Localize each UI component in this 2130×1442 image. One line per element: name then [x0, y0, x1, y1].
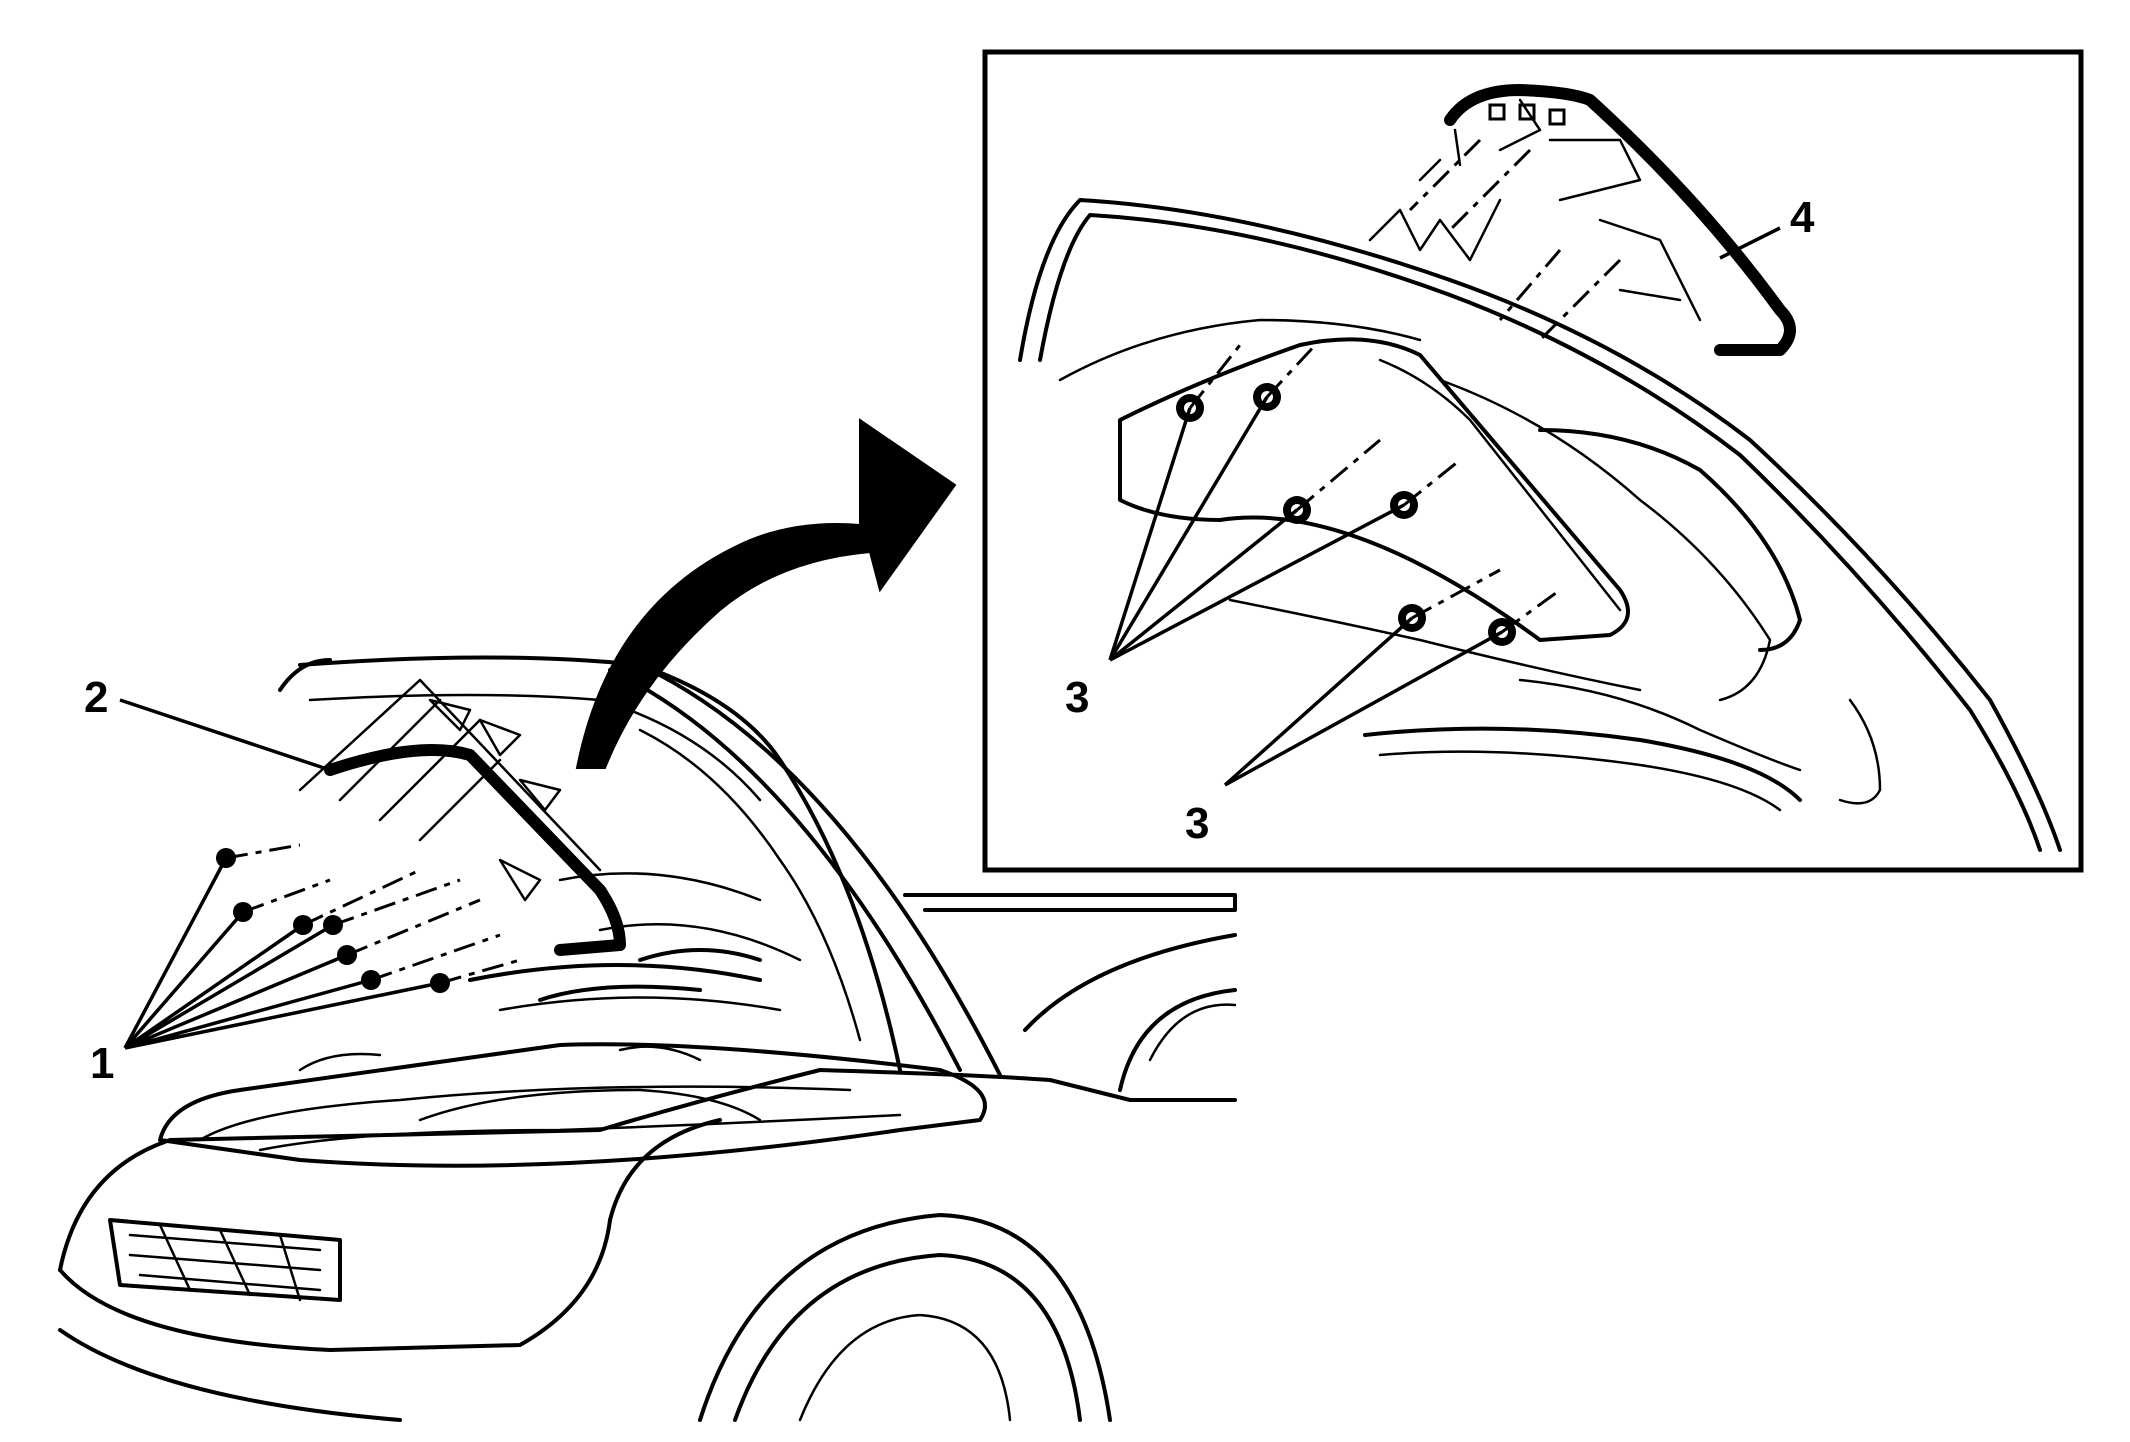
callout-leaders-inset — [1108, 226, 1781, 787]
hood-insulator-main — [298, 678, 626, 956]
callout-leaders-main — [119, 698, 441, 1050]
hood-insulator-inset — [1368, 84, 1796, 356]
inset-hood — [1018, 198, 2062, 852]
open-hood — [278, 655, 902, 1072]
callout-1: 1 — [90, 1039, 114, 1088]
callout-2: 2 — [84, 673, 108, 722]
callout-4: 4 — [1790, 193, 1815, 242]
callout-3-lower: 3 — [1185, 799, 1209, 848]
detail-inset-frame — [982, 49, 2084, 873]
callout-3-upper: 3 — [1065, 673, 1089, 722]
retainer-fasteners-main — [216, 843, 521, 993]
curved-arrow-icon — [575, 418, 957, 769]
car-body — [58, 663, 1237, 1422]
